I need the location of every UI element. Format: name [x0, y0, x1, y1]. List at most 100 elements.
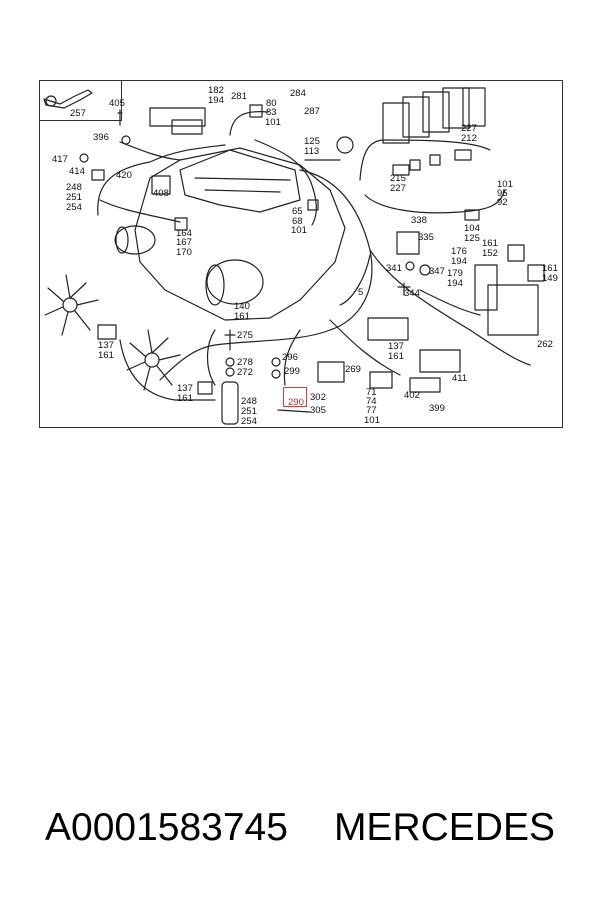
callout-label: 335 — [418, 232, 434, 243]
callout-label: 269 — [345, 364, 361, 375]
callout-label: 95 — [497, 188, 508, 199]
callout-label: 251 — [241, 406, 257, 417]
connector-137-mid — [197, 381, 213, 395]
part-caption: A0001583745 MERCEDES — [0, 806, 600, 856]
highlighted-part-label: 290 — [288, 397, 304, 408]
callout-label: 194 — [447, 278, 463, 289]
diagram-drawing — [43, 87, 545, 425]
callout-label: 251 — [66, 192, 82, 203]
callout-label: 161 — [388, 351, 404, 362]
intake-manifold-outline — [179, 149, 301, 213]
connector-414 — [91, 169, 105, 181]
callout-label: 161 — [482, 238, 498, 249]
fuse-box-262 — [487, 284, 539, 336]
callout-label: 281 — [231, 91, 247, 102]
callout-label: 284 — [290, 88, 306, 99]
callout-label: 65 — [292, 206, 303, 217]
relay-281 — [249, 104, 263, 118]
callout-label: 248 — [241, 396, 257, 407]
connector-137-left — [97, 324, 117, 340]
callout-label: 176 — [451, 246, 467, 257]
callout-label: 287 — [304, 106, 320, 117]
callout-label: 125 — [464, 233, 480, 244]
sensor-125 — [336, 136, 354, 154]
strap-305 — [277, 409, 311, 413]
control-module-137 — [367, 317, 409, 341]
callout-label: 215 — [390, 173, 406, 184]
nut-417 — [79, 153, 89, 163]
washer-278 — [225, 357, 235, 367]
callout-label: 167 — [176, 237, 192, 248]
bolt-405 — [117, 109, 123, 126]
callout-label: 182 — [208, 85, 224, 96]
callout-label: 137 — [98, 340, 114, 351]
wiring-harness-diagram — [39, 80, 563, 428]
crimp-tool-icon — [43, 89, 93, 109]
bolt-344 — [397, 282, 411, 296]
nut-347 — [419, 264, 431, 276]
callout-label: 299 — [284, 366, 300, 377]
relay-149 — [527, 264, 545, 282]
callout-label: 170 — [176, 247, 192, 258]
tool-head-icon — [45, 95, 57, 107]
connector-65 — [307, 199, 319, 211]
fan-right-icon — [126, 329, 181, 391]
sensor-71 — [369, 371, 393, 389]
fan-left-icon — [44, 274, 99, 336]
starter-icon — [114, 225, 156, 255]
callout-label: 305 — [310, 405, 326, 416]
callout-label: 347 — [429, 266, 445, 277]
callout-label: 104 — [464, 223, 480, 234]
callout-label: 101 — [364, 415, 380, 426]
callout-label: 296 — [282, 352, 298, 363]
sensor-335 — [396, 231, 420, 255]
callout-label: 179 — [447, 268, 463, 279]
callout-label: 414 — [69, 166, 85, 177]
callout-label: 227 — [390, 183, 406, 194]
switch-396 — [121, 135, 131, 145]
bolt-275 — [224, 329, 236, 351]
callout-label: 92 — [497, 197, 508, 208]
control-unit-rack-icon — [382, 87, 486, 144]
callout-label: 125 — [304, 136, 320, 147]
alternator-icon — [206, 259, 264, 305]
callout-label: 5 — [358, 287, 364, 298]
callout-label: 140 — [234, 301, 250, 312]
callout-label: 161 — [542, 263, 558, 274]
callout-label: 71 — [366, 387, 377, 398]
canister-248 — [221, 381, 239, 425]
callout-label: 411 — [452, 373, 468, 384]
callout-label: 164 — [176, 228, 192, 239]
callout-label: 101 — [265, 117, 281, 128]
bracket-269 — [317, 361, 345, 383]
bracket-411 — [419, 349, 461, 373]
grommet-299 — [271, 369, 281, 379]
callout-label: 338 — [411, 215, 427, 226]
callout-label: 402 — [404, 390, 420, 401]
callout-label: 278 — [237, 357, 253, 368]
callout-label: 396 — [93, 132, 109, 143]
callout-label: 408 — [153, 188, 169, 199]
callout-label: 341 — [386, 263, 402, 274]
callout-label: 113 — [304, 146, 320, 157]
connector-104 — [464, 209, 480, 221]
highlighted-part-box — [283, 387, 307, 407]
main-harness-wire — [97, 110, 531, 381]
connector-215 — [392, 164, 410, 176]
callout-label: 161 — [98, 350, 114, 361]
fuse-block-176 — [474, 264, 498, 311]
callout-label: 262 — [537, 339, 553, 350]
washer-272 — [225, 367, 235, 377]
callout-label: 137 — [177, 383, 193, 394]
callout-label: 161 — [234, 311, 250, 322]
callout-label: 254 — [241, 416, 257, 427]
callout-label: 77 — [366, 405, 377, 416]
callout-label: 344 — [404, 288, 420, 299]
callout-label: 83 — [266, 107, 277, 118]
callout-label: 194 — [451, 256, 467, 267]
part-number: A0001583745 — [45, 806, 288, 849]
callout-label: 152 — [482, 248, 498, 259]
callout-label: 417 — [52, 154, 68, 165]
callout-label: 80 — [266, 98, 277, 109]
connector-408 — [151, 175, 171, 195]
